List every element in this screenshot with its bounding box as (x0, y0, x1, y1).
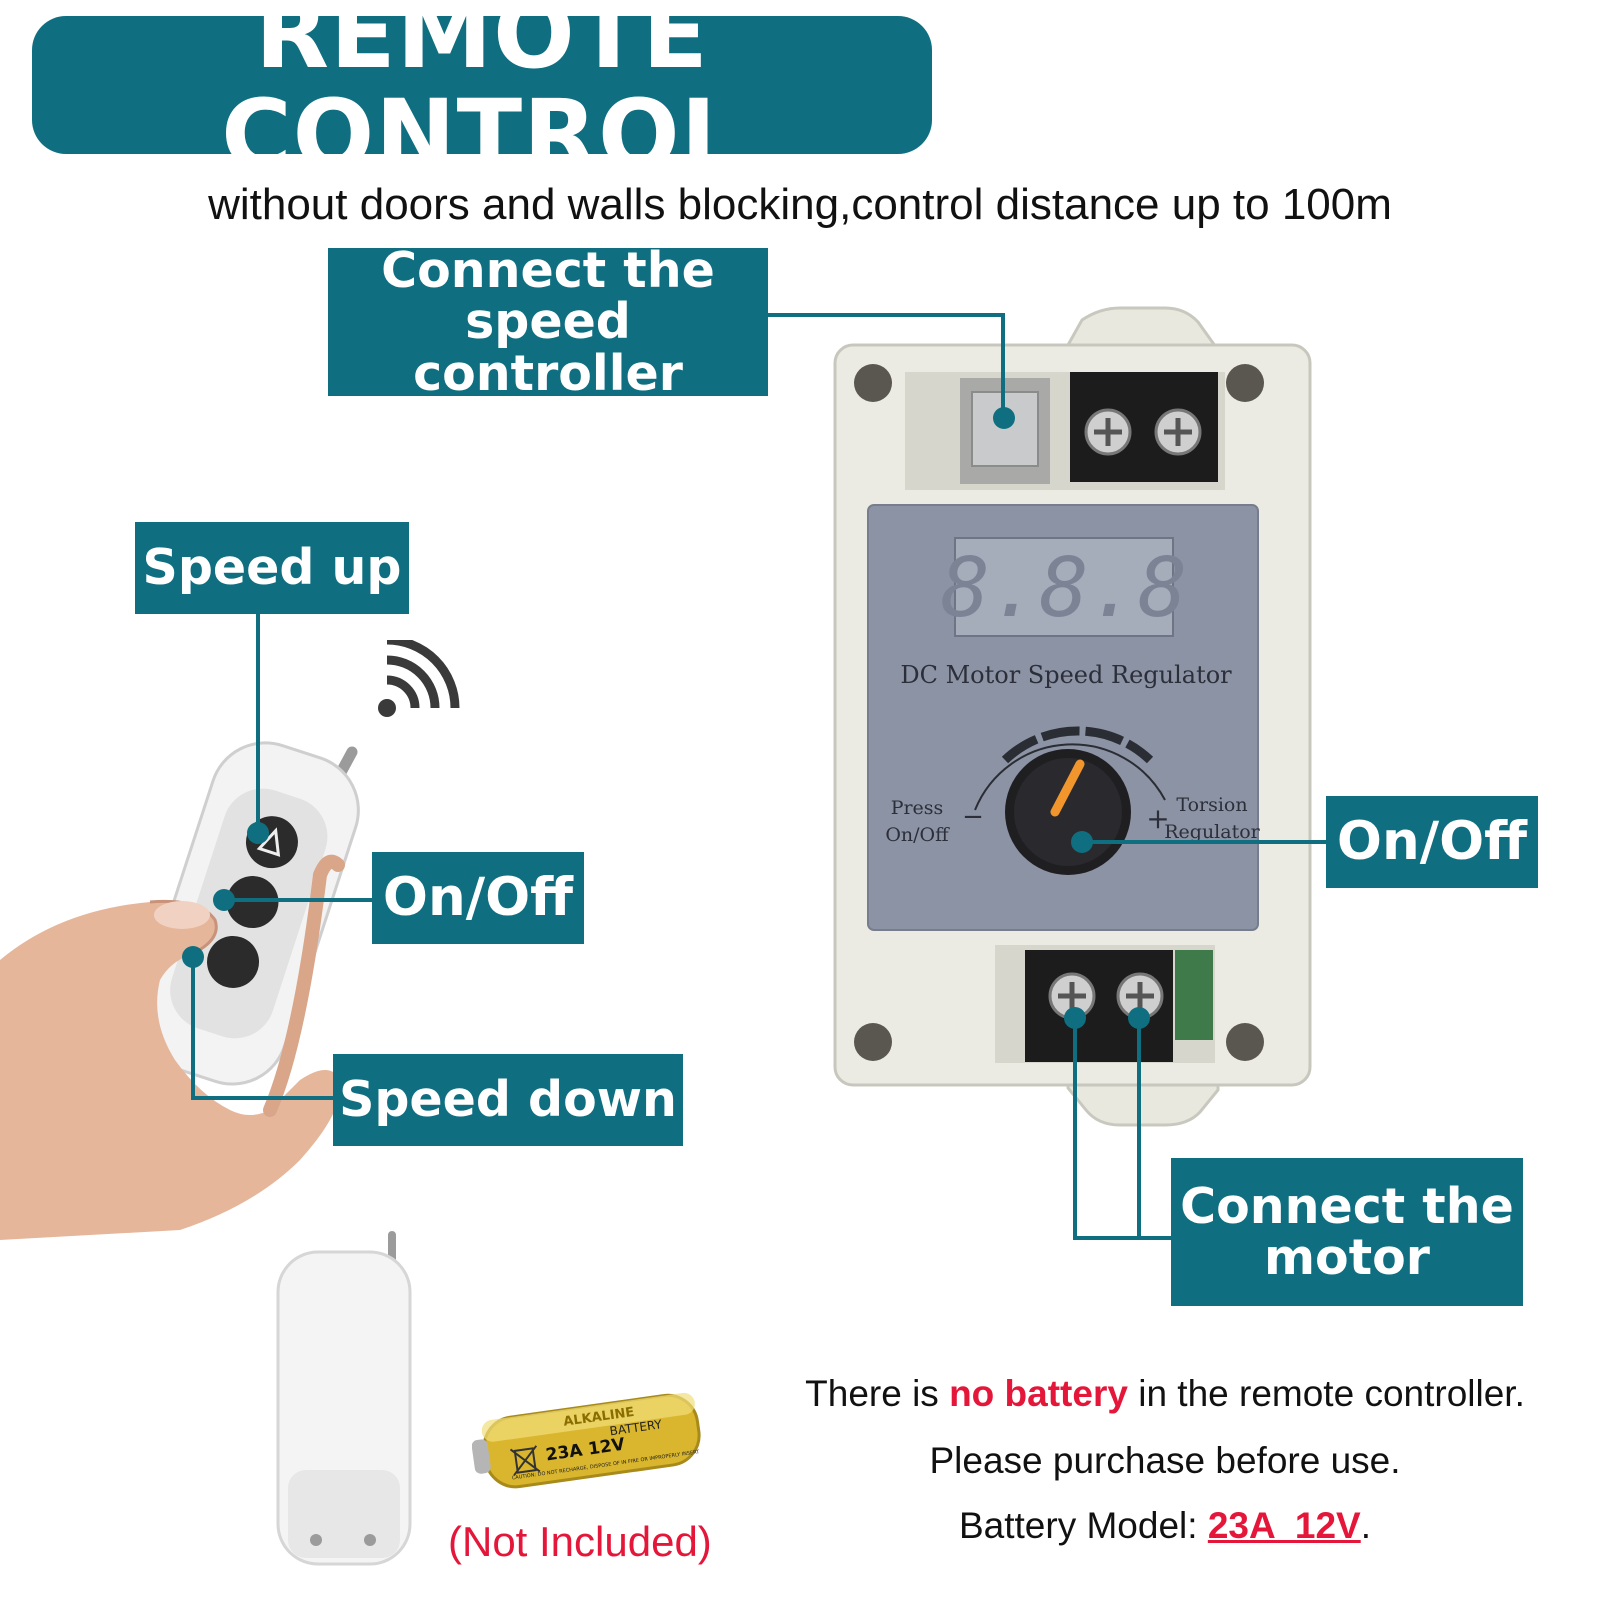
callout-dot (1128, 1007, 1150, 1029)
connector-line (1073, 1236, 1173, 1240)
remote-in-hand-image (0, 640, 460, 1240)
remote-receiver-image (276, 1231, 412, 1566)
connect-speed-controller-label: Connect the speed controller (328, 244, 768, 399)
press-label-sub: On/Off (885, 824, 950, 846)
page-subtitle: without doors and walls blocking,control… (208, 180, 1392, 229)
on-off-remote-label: On/Off (372, 852, 584, 944)
no-trash-icon (509, 1445, 541, 1476)
minus-sign: − (962, 802, 984, 832)
connector-line (768, 313, 1004, 317)
connector-line (1137, 1018, 1141, 1240)
plus-sign: + (1146, 802, 1169, 835)
connector-line (1073, 1018, 1077, 1240)
connector-line (191, 957, 195, 1100)
battery-image: ALKALINE BATTERY 23A 12V CAUTION: DO NOT… (472, 1392, 701, 1489)
connector-line (256, 613, 260, 833)
battery-note-line1: There is no battery in the remote contro… (805, 1373, 1525, 1414)
callout-dot (1064, 1007, 1086, 1029)
wireless-signal-icon (378, 640, 460, 717)
connect-motor-label: Connect the motor (1171, 1158, 1523, 1306)
battery-note-line2: Please purchase before use. (929, 1440, 1401, 1481)
torsion-label-sub: Regulator (1164, 821, 1260, 843)
not-included-label: (Not Included) (448, 1518, 712, 1565)
callout-dot (247, 822, 269, 844)
on-off-regulator-label: On/Off (1326, 796, 1538, 888)
press-label: Press (891, 797, 944, 819)
led-display: 8.8.8 (941, 541, 1188, 636)
callout-dot (993, 407, 1015, 429)
callout-dot (213, 889, 235, 911)
battery-note-line3: Battery Model: 23A 12V. (958, 1505, 1372, 1546)
speed-down-label: Speed down (333, 1054, 683, 1146)
callout-dot (182, 946, 204, 968)
torsion-label: Torsion (1176, 794, 1247, 816)
callout-dot (1071, 831, 1093, 853)
speed-up-label: Speed up (135, 522, 409, 614)
page-title: REMOTE CONTROL (221, 0, 743, 191)
connector-line (1082, 840, 1327, 844)
device-name-label: DC Motor Speed Regulator (900, 661, 1232, 689)
battery-model: 23A 12V (1207, 1505, 1361, 1546)
connector-line (224, 898, 372, 902)
title-banner: REMOTE CONTROL (32, 0, 932, 185)
connector-line (191, 1096, 333, 1100)
connector-line (1001, 313, 1005, 418)
